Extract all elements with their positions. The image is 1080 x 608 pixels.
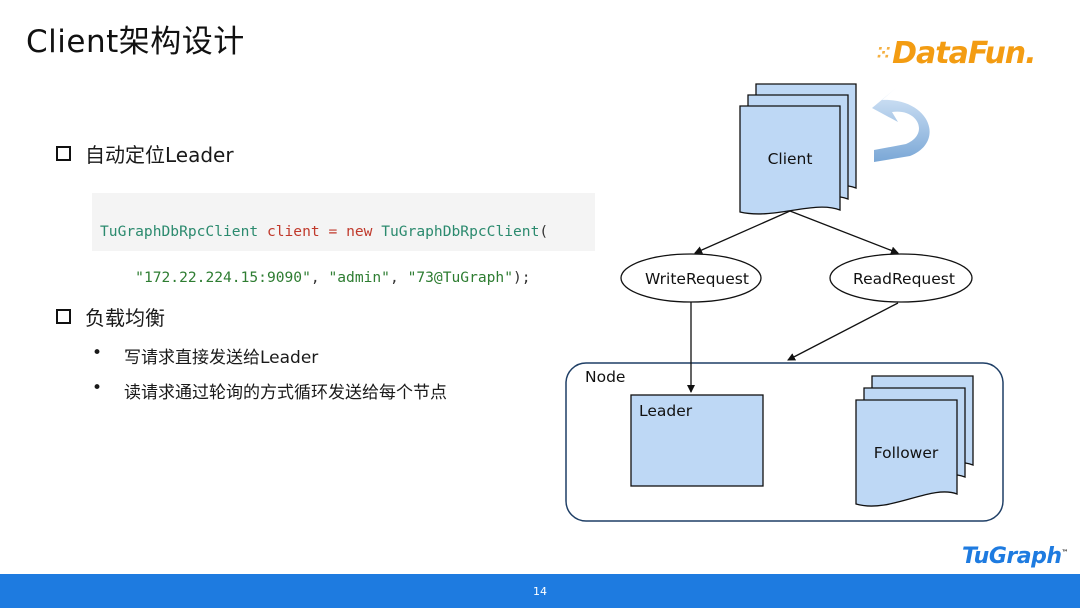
bullet-text: 写请求直接发送给Leader <box>124 348 319 368</box>
code-string: "admin" <box>328 269 390 286</box>
follower-document-stack <box>855 375 974 507</box>
bullet-item: • 读请求通过轮询的方式循环发送给每个节点 <box>92 378 447 403</box>
code-var: client <box>266 223 320 240</box>
slide-title: Client架构设计 <box>26 24 245 60</box>
client-label: Client <box>768 150 813 168</box>
code-type: TuGraphDbRpcClient <box>381 223 540 240</box>
datafun-logo: ⁙DataFun. <box>876 36 1037 71</box>
tugraph-logo-text: TuGraph <box>962 544 1062 569</box>
footer-bar <box>0 574 1080 608</box>
code-eq: = <box>328 223 338 240</box>
tugraph-trademark: ™ <box>1061 548 1069 557</box>
square-bullet-icon <box>56 309 71 324</box>
logo-dots-icon: ⁙ <box>876 43 891 64</box>
read-request-label: ReadRequest <box>853 270 955 288</box>
section-heading-text: 负载均衡 <box>85 306 165 330</box>
follower-label: Follower <box>874 444 939 462</box>
code-block: TuGraphDbRpcClient client = new TuGraphD… <box>92 193 595 286</box>
client-document-stack <box>739 83 857 215</box>
tugraph-logo: TuGraph™ <box>962 544 1068 569</box>
code-punct: ( <box>539 223 549 240</box>
section-heading-text: 自动定位Leader <box>85 143 234 167</box>
code-punct: ); <box>513 269 531 286</box>
bullet-dot-icon: • <box>92 343 103 363</box>
section-heading-load-balance: 负载均衡 <box>56 302 165 331</box>
square-bullet-icon <box>56 146 71 161</box>
loop-arrow-icon <box>872 88 930 162</box>
datafun-logo-text: DataFun. <box>892 36 1036 71</box>
read-to-node-arrow <box>787 302 899 361</box>
client-to-write-arrow <box>694 210 791 254</box>
bullet-text: 读请求通过轮询的方式循环发送给每个节点 <box>124 383 447 403</box>
code-type: TuGraphDbRpcClient <box>100 223 259 240</box>
node-label: Node <box>585 368 625 386</box>
read-request-node <box>829 253 973 303</box>
bullet-item: • 写请求直接发送给Leader <box>92 343 318 368</box>
client-to-read-arrow <box>789 210 899 255</box>
leader-label: Leader <box>639 402 693 420</box>
leader-box <box>630 394 764 487</box>
code-keyword: new <box>346 223 373 240</box>
bullet-dot-icon: • <box>92 378 103 398</box>
section-heading-leader: 自动定位Leader <box>56 139 234 168</box>
code-string: "172.22.224.15:9090" <box>135 269 311 286</box>
write-request-label: WriteRequest <box>645 270 749 288</box>
code-string: "73@TuGraph" <box>407 269 513 286</box>
page-number: 14 <box>533 585 547 598</box>
